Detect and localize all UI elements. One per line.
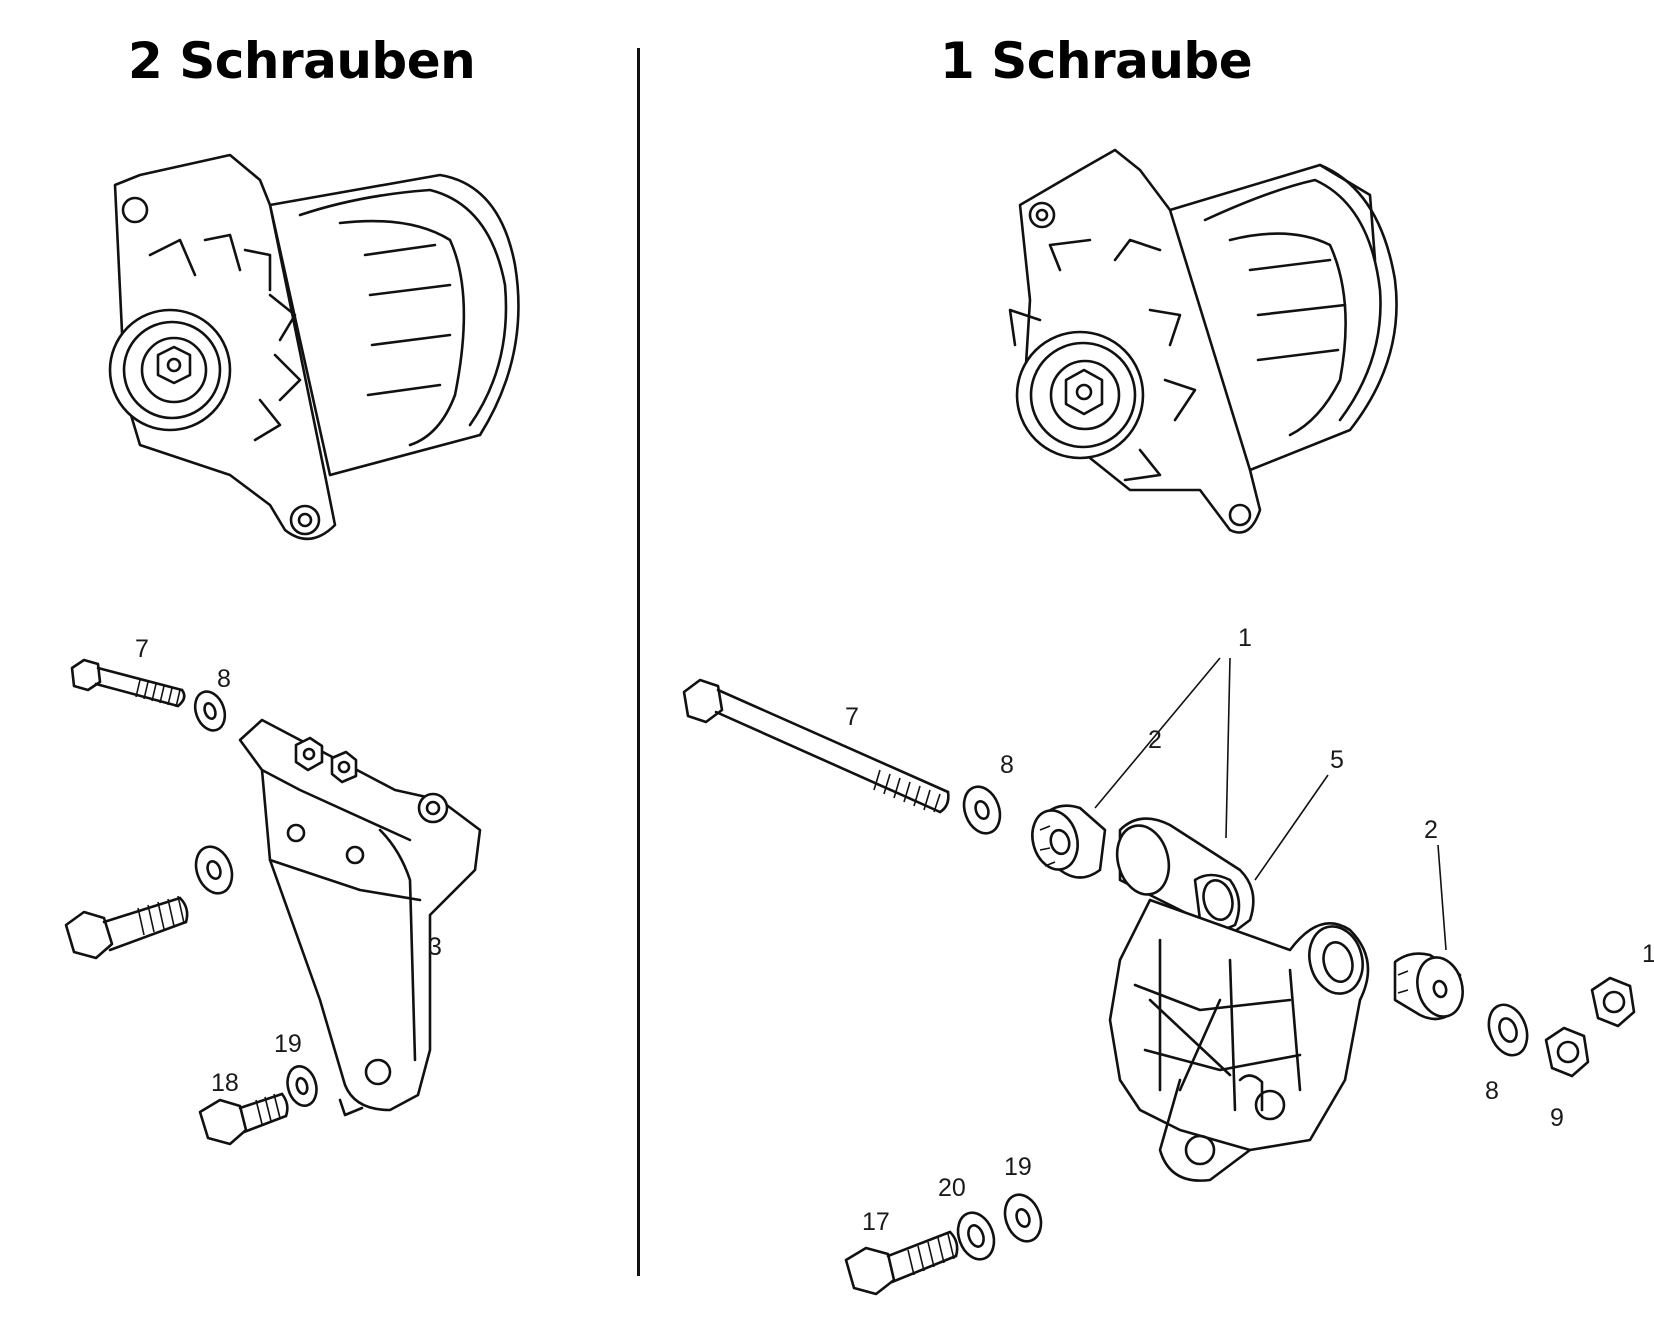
hex-bolt-icon xyxy=(198,1092,289,1146)
washer-icon xyxy=(286,1065,318,1107)
hex-bolt-icon xyxy=(64,895,189,960)
alternator-icon xyxy=(1008,148,1398,534)
washer-icon xyxy=(1003,1193,1043,1243)
title-one-screw: 1 Schraube xyxy=(940,32,1253,90)
hex-nut-icon xyxy=(1544,1026,1590,1078)
label-washer: 8 xyxy=(1000,751,1014,779)
rubber-bushing-icon xyxy=(1031,804,1107,879)
rubber-bushing-icon xyxy=(1393,952,1464,1021)
label-mount: 5 xyxy=(1330,746,1344,774)
leader-lines xyxy=(1094,657,1447,951)
hex-bolt-icon xyxy=(682,678,950,814)
label-washer-bottom-a: 20 xyxy=(938,1174,966,1202)
label-bushing-rear: 2 xyxy=(1424,816,1438,844)
label-nut: 9 xyxy=(1550,1104,1564,1132)
label-washer-rear: 8 xyxy=(1485,1077,1499,1105)
hex-nut-icon xyxy=(1590,976,1636,1028)
label-bracket: 3 xyxy=(428,933,442,961)
label-bolt-top: 7 xyxy=(135,635,149,663)
title-two-screws: 2 Schrauben xyxy=(128,32,476,90)
washer-icon xyxy=(1487,1003,1529,1057)
hex-bolt-icon xyxy=(70,658,186,708)
label-bolt-bottom: 18 xyxy=(211,1069,239,1097)
label-assembly: 1 xyxy=(1238,624,1252,652)
alternator-icon xyxy=(108,153,520,541)
label-washer-bottom: 19 xyxy=(274,1030,302,1058)
section-divider xyxy=(637,48,640,1276)
label-washer-top: 8 xyxy=(217,665,231,693)
label-washer-bottom-b: 19 xyxy=(1004,1153,1032,1181)
washer-icon xyxy=(194,845,234,895)
washer-icon xyxy=(956,1211,996,1261)
label-bushing-front: 2 xyxy=(1148,726,1162,754)
mounting-bracket-icon xyxy=(1108,817,1370,1182)
label-bolt-long: 7 xyxy=(845,703,859,731)
hex-bolt-icon xyxy=(844,1230,959,1296)
washer-icon xyxy=(193,690,227,732)
label-bolt-bottom: 17 xyxy=(862,1208,890,1236)
label-edge-part: 1 xyxy=(1642,940,1654,968)
mounting-bracket-icon xyxy=(238,718,482,1117)
washer-icon xyxy=(962,785,1002,835)
